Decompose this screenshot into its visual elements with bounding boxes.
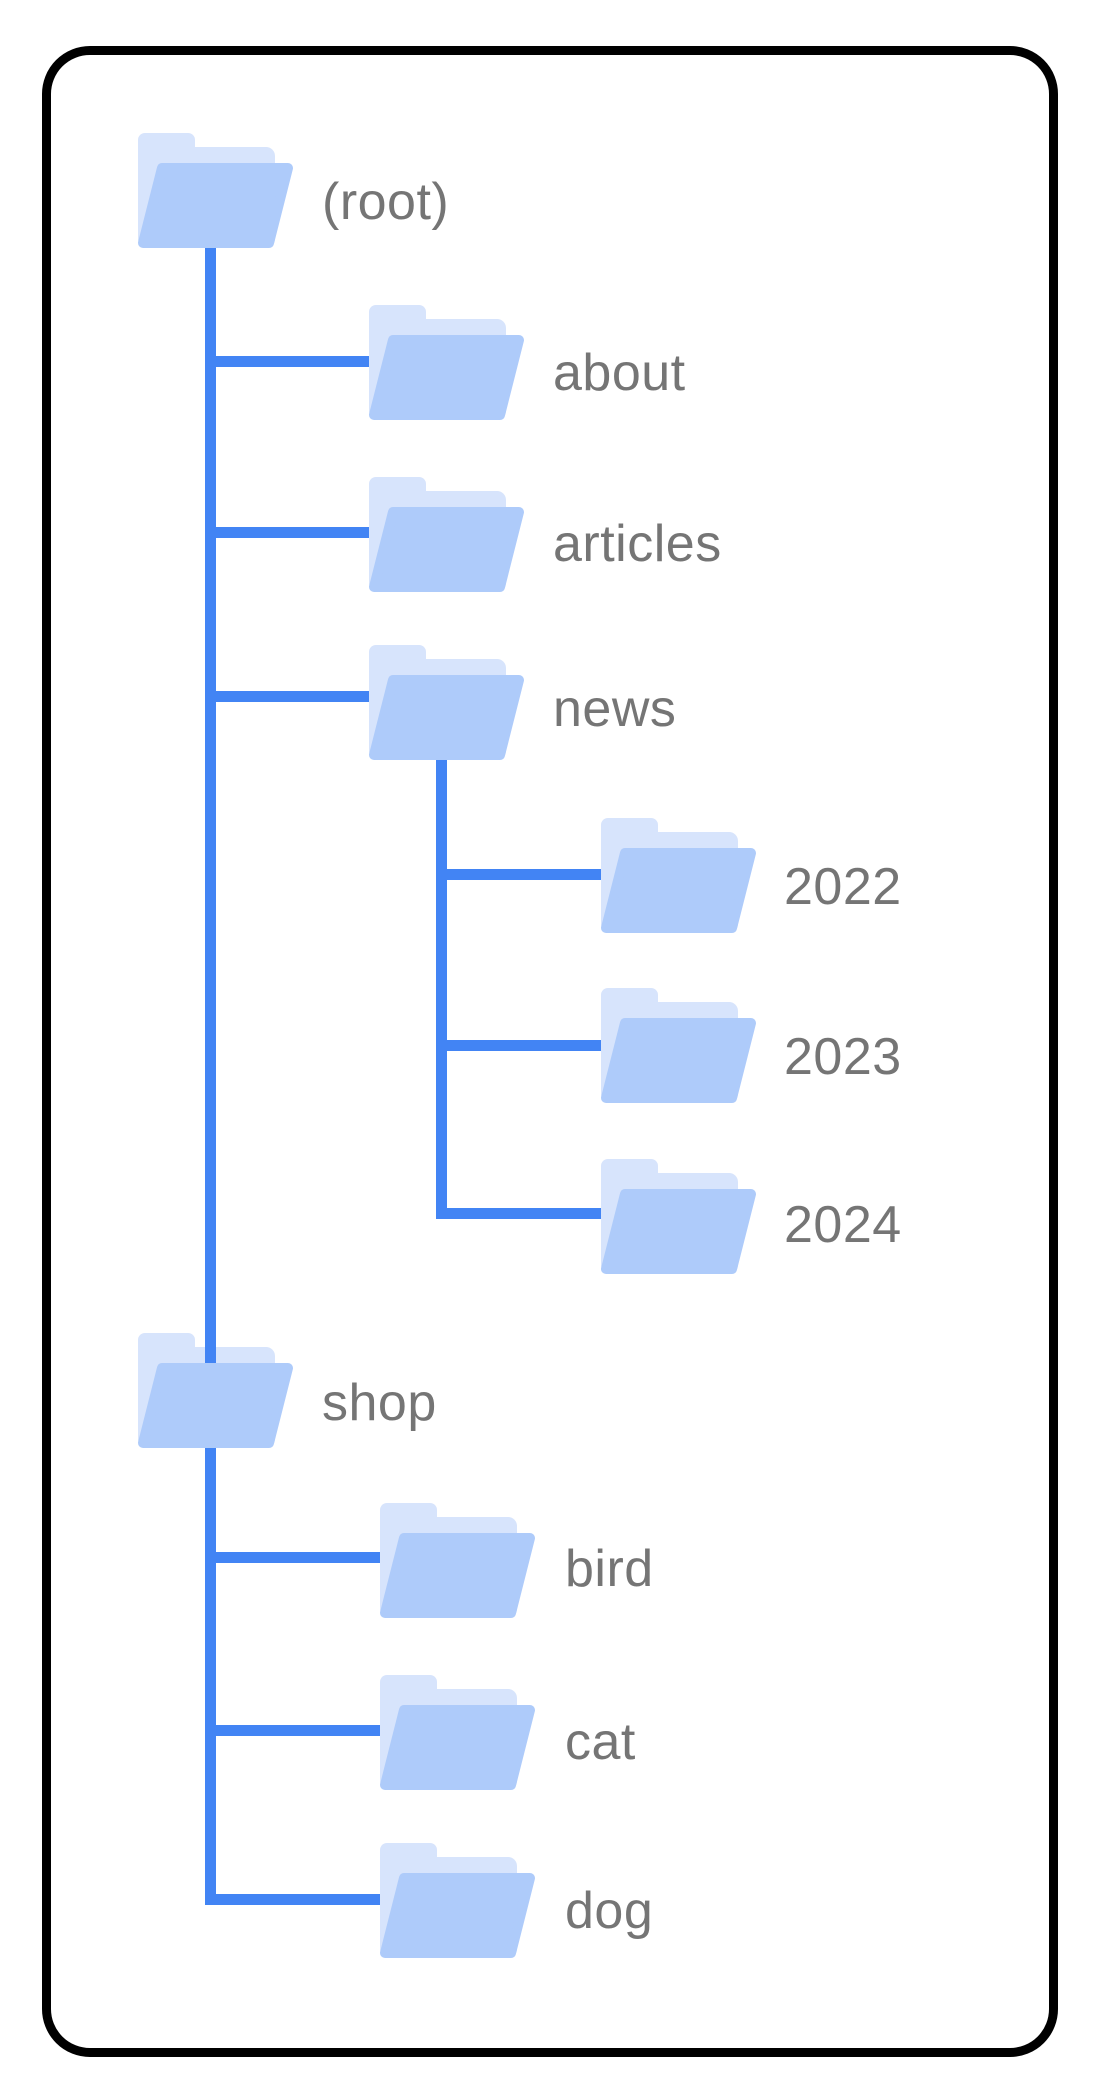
branch-2024 [436, 1208, 601, 1219]
folder-icon-dog [380, 1873, 535, 1958]
folder-front-layer [138, 163, 756, 1958]
folder-icon-articles [369, 507, 524, 592]
branch-about [205, 356, 369, 367]
folder-label-y2022: 2022 [784, 858, 902, 916]
folder-label-about: about [553, 344, 686, 402]
folder-icon-about [369, 335, 524, 420]
root-trunk-line [205, 244, 216, 1905]
folder-label-bird: bird [565, 1540, 654, 1598]
folder-label-cat: cat [565, 1713, 636, 1771]
folder-label-shop: shop [322, 1374, 437, 1432]
folder-label-dog: dog [565, 1882, 654, 1940]
folder-label-articles: articles [553, 515, 722, 573]
folder-icon-news [369, 675, 524, 760]
branch-news [205, 691, 369, 702]
folder-icon-y2024 [601, 1189, 756, 1274]
folder-label-news: news [553, 680, 677, 738]
folder-icon-shop [138, 1363, 293, 1448]
folder-label-y2024: 2024 [784, 1196, 902, 1254]
folder-icon-bird [380, 1533, 535, 1618]
folder-label-y2023: 2023 [784, 1028, 902, 1086]
branch-dog [205, 1894, 380, 1905]
connector-layer [205, 244, 601, 1905]
branch-bird [205, 1552, 380, 1563]
branch-articles [205, 527, 369, 538]
folder-icon-root [138, 163, 293, 248]
folder-icon-cat [380, 1705, 535, 1790]
folder-icon-y2022 [601, 848, 756, 933]
folder-label-root: (root) [322, 173, 450, 231]
branch-2023 [436, 1040, 601, 1051]
folder-icon-y2023 [601, 1018, 756, 1103]
branch-cat [205, 1725, 380, 1736]
branch-2022 [436, 869, 601, 880]
news-trunk-line [436, 752, 447, 1219]
